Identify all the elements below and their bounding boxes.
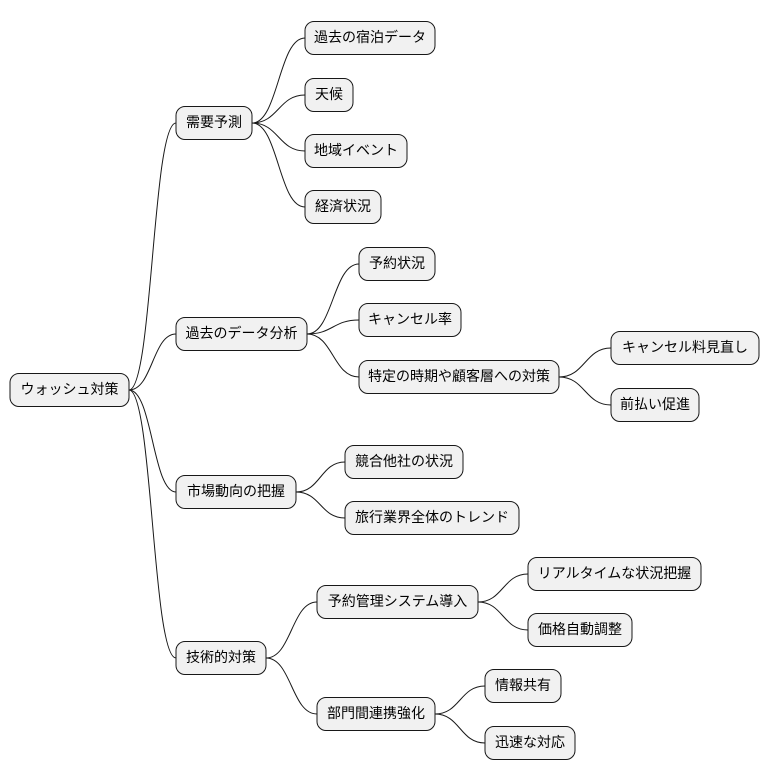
node-box bbox=[9, 373, 130, 407]
connector-line bbox=[477, 573, 529, 603]
leaf-node: 旅行業界全体のトレンド bbox=[344, 501, 520, 535]
node-box bbox=[527, 613, 633, 647]
node-label: 旅行業界全体のトレンド bbox=[355, 509, 509, 526]
branch-node: 技術的対策 bbox=[175, 641, 267, 675]
node-box bbox=[316, 585, 479, 619]
mindmap-nodes: ウォッシュ対策需要予測過去の宿泊データ天候地域イベント経済状況過去のデータ分析予… bbox=[9, 21, 760, 760]
node-label: 地域イベント bbox=[314, 143, 398, 159]
connector-line bbox=[306, 263, 360, 335]
node-box bbox=[484, 726, 576, 760]
connector-line bbox=[128, 389, 177, 493]
node-box bbox=[344, 501, 520, 535]
node-label: 情報共有 bbox=[495, 678, 551, 694]
node-box bbox=[358, 247, 436, 281]
node-label: キャンセル率 bbox=[368, 311, 452, 328]
leaf-node: 経済状況 bbox=[304, 190, 382, 224]
connector-line bbox=[251, 122, 306, 208]
connector-line bbox=[434, 713, 486, 744]
node-label: 前払い促進 bbox=[620, 396, 690, 413]
node-label: 部門間連携強化 bbox=[327, 706, 425, 722]
node-box bbox=[304, 190, 382, 224]
node-label: 予約管理システム導入 bbox=[328, 594, 468, 610]
node-box bbox=[610, 388, 700, 422]
node-box bbox=[358, 360, 560, 394]
node-label: 競合他社の状況 bbox=[355, 454, 453, 470]
node-label: 迅速な対応 bbox=[495, 735, 565, 751]
root-node: ウォッシュ対策 bbox=[9, 373, 130, 407]
node-label: キャンセル料見直し bbox=[622, 339, 748, 356]
leaf-node: 予約状況 bbox=[358, 247, 436, 281]
branch-node: 市場動向の把握 bbox=[175, 475, 297, 509]
connector-line bbox=[477, 601, 529, 631]
node-box bbox=[344, 445, 464, 479]
leaf-node: 天候 bbox=[304, 78, 354, 112]
node-label: 天候 bbox=[315, 87, 343, 103]
connector-line bbox=[128, 333, 177, 391]
connector-line bbox=[265, 601, 318, 659]
leaf-node: 競合他社の状況 bbox=[344, 445, 464, 479]
node-box bbox=[175, 641, 267, 675]
node-label: 需要予測 bbox=[186, 115, 242, 131]
leaf-node: 部門間連携強化 bbox=[316, 697, 436, 731]
connector-line bbox=[306, 319, 360, 335]
node-box bbox=[304, 21, 436, 55]
node-label: 経済状況 bbox=[315, 199, 371, 215]
branch-node: 過去のデータ分析 bbox=[175, 317, 308, 351]
connector-line bbox=[251, 122, 306, 152]
leaf-node: 迅速な対応 bbox=[484, 726, 576, 760]
node-box bbox=[316, 697, 436, 731]
connector-line bbox=[128, 122, 177, 391]
leaf-node: 情報共有 bbox=[484, 669, 562, 703]
leaf-node: キャンセル料見直し bbox=[610, 331, 760, 365]
node-box bbox=[304, 78, 354, 112]
leaf-node: 価格自動調整 bbox=[527, 613, 633, 647]
leaf-node: キャンセル率 bbox=[358, 303, 462, 337]
connector-line bbox=[306, 333, 360, 378]
leaf-node: 地域イベント bbox=[304, 134, 408, 168]
leaf-node: リアルタイムな状況把握 bbox=[527, 557, 702, 591]
node-box bbox=[304, 134, 408, 168]
connector-line bbox=[128, 389, 177, 659]
node-box bbox=[175, 106, 253, 140]
node-label: 過去の宿泊データ bbox=[314, 29, 426, 46]
leaf-node: 特定の時期や顧客層への対策 bbox=[358, 360, 560, 394]
node-box bbox=[358, 303, 462, 337]
node-box bbox=[484, 669, 562, 703]
connector-line bbox=[295, 491, 346, 519]
leaf-node: 過去の宿泊データ bbox=[304, 21, 436, 55]
node-label: 特定の時期や顧客層への対策 bbox=[368, 368, 550, 385]
branch-node: 需要予測 bbox=[175, 106, 253, 140]
node-label: 市場動向の把握 bbox=[187, 483, 285, 500]
connector-line bbox=[265, 657, 318, 715]
node-label: 価格自動調整 bbox=[538, 622, 622, 638]
node-label: ウォッシュ対策 bbox=[21, 381, 119, 398]
node-box bbox=[527, 557, 702, 591]
node-box bbox=[175, 475, 297, 509]
connector-line bbox=[251, 94, 306, 124]
leaf-node: 予約管理システム導入 bbox=[316, 585, 479, 619]
connector-lines bbox=[128, 37, 612, 744]
connector-line bbox=[558, 376, 612, 406]
node-label: 予約状況 bbox=[369, 256, 425, 272]
connector-line bbox=[434, 685, 486, 715]
node-label: 過去のデータ分析 bbox=[186, 325, 298, 342]
node-label: リアルタイムな状況把握 bbox=[538, 566, 692, 582]
node-box bbox=[175, 317, 308, 351]
connector-line bbox=[295, 461, 346, 493]
connector-line bbox=[558, 347, 612, 378]
node-label: 技術的対策 bbox=[186, 649, 256, 666]
node-box bbox=[610, 331, 760, 365]
connector-line bbox=[251, 37, 306, 124]
leaf-node: 前払い促進 bbox=[610, 388, 700, 422]
